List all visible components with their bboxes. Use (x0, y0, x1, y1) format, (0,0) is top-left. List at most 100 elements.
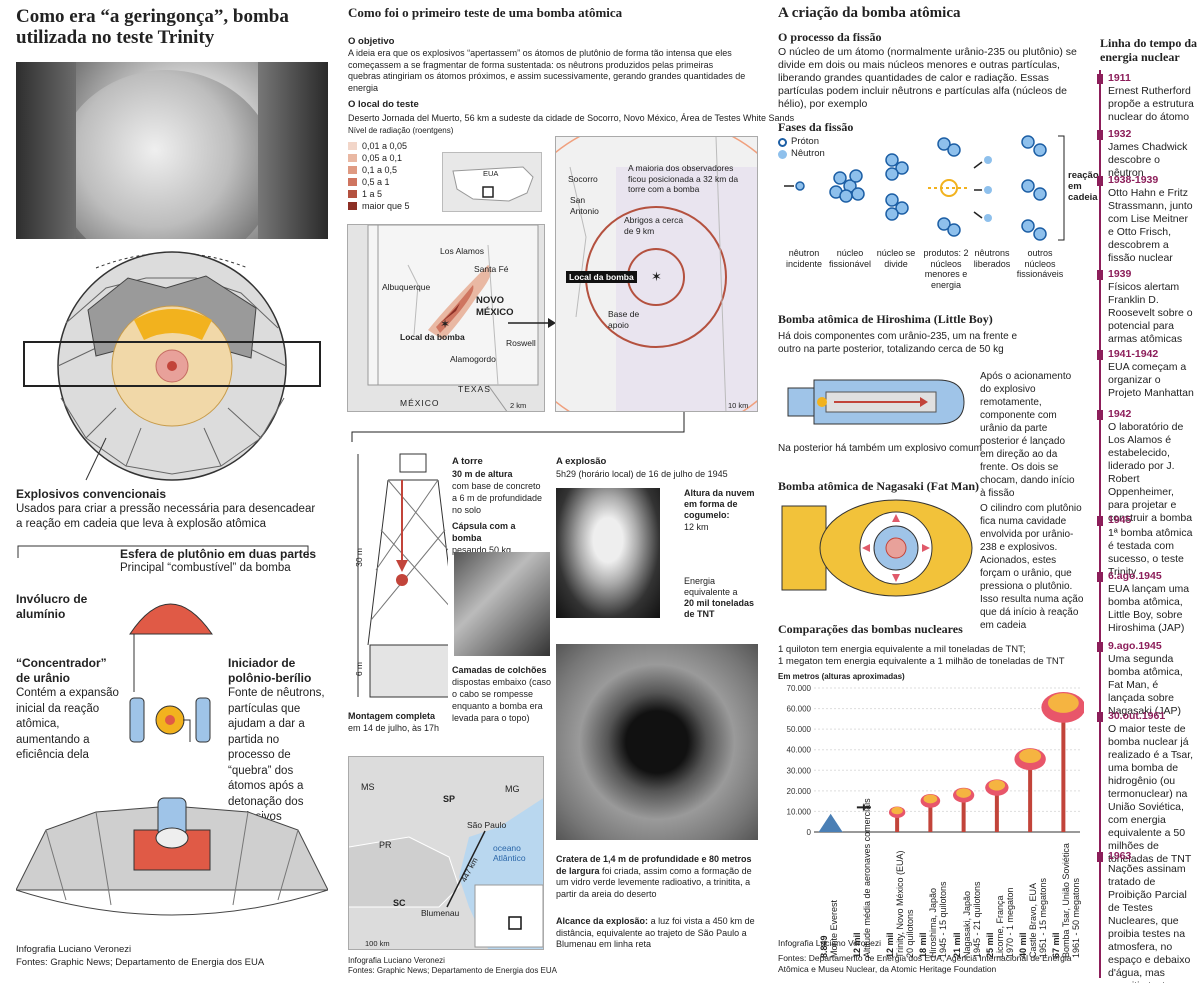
usa-map-shape (452, 166, 534, 202)
hiroshima-bottom: Na posterior há também um explosivo comu… (778, 443, 982, 454)
nagasaki-text: O cilindro com plutônio fica numa cavida… (980, 503, 1084, 631)
phase-label-0: nêutron incidente (785, 248, 823, 269)
timeline-text: EUA começam a organizar o Projeto Manhat… (1108, 361, 1194, 399)
legend-proton: Próton (778, 136, 819, 148)
chart-value-label: 12 mil (851, 932, 862, 958)
radiation-swatch-5 (348, 202, 357, 210)
label-base: Base de apoio (608, 309, 640, 330)
chart-category-label: 67 mil Bomba Tsar, União Soviética 1961 … (1051, 843, 1081, 958)
timeline-text: O laboratório de Los Alamos é estabeleci… (1108, 421, 1193, 524)
montagem-title: Montagem completa (348, 711, 436, 721)
timeline-year: 30.out.1961 (1108, 710, 1166, 722)
brazil-map-shapes (349, 798, 543, 949)
comp-text1: 1 quiloton tem energia equivalente a mil… (778, 644, 1026, 655)
tower-diagram (357, 453, 448, 698)
explosao-text: 5h29 (horário local) de 16 de julho de 1… (556, 469, 728, 479)
label-santa-fe: Santa Fé (474, 264, 509, 274)
radiation-level-1: 0,05 a 0,1 (348, 152, 410, 164)
chart-category-name: Castle Bravo, EUA 1951 - 15 megatons (1028, 877, 1049, 958)
processo-title: O processo da fissão (778, 30, 882, 44)
timeline-text: Físicos alertam Franklin D. Roosevelt so… (1108, 281, 1193, 345)
col1-credit: Infografia Luciano Veronezi (16, 944, 132, 955)
bomb-site-star-icon: ✶ (440, 317, 451, 331)
radiation-swatch-3 (348, 178, 357, 186)
timeline-year: 1932 (1108, 128, 1132, 140)
phase-label-5: outros núcleos fissionáveis (1016, 248, 1064, 279)
energia-value: 20 mil toneladas de TNT (684, 598, 755, 619)
label-abrigos: Abrigos a cerca de 9 km (624, 215, 684, 236)
timeline-marker (1097, 176, 1103, 186)
section-bracket (351, 412, 685, 442)
label-sp: SP (443, 794, 456, 804)
timeline-year: 1911 (1108, 72, 1131, 84)
chart-value-label: 8.849 (818, 935, 829, 958)
y-tick-label: 60.000 (787, 705, 812, 714)
comp-title: Comparações das bombas nucleares (778, 622, 963, 636)
chart-category-name: Licorne, França 1970 - 1 megaton (994, 887, 1015, 958)
hiroshima-side: Após o acionamento do explosivo remotame… (980, 371, 1075, 499)
y-tick-label: 10.000 (787, 807, 812, 816)
col2-credit: Infografia Luciano Veronezi (348, 956, 445, 965)
y-tick-label: 40.000 (787, 746, 812, 755)
timeline-marker (1097, 852, 1103, 862)
mushroom-stem-mark (961, 798, 966, 832)
radiation-swatch-1 (348, 154, 357, 162)
mushroom-stem-mark (1028, 759, 1033, 832)
fat-man-diagram (781, 499, 973, 597)
label-sao-paulo: São Paulo (467, 820, 507, 830)
esfera-text: Principal “combustível” da bomba (120, 561, 291, 574)
timeline-text: Ernest Rutherford propõe a estrutura nuc… (1108, 85, 1194, 123)
map-arrow-icon (508, 318, 556, 328)
timeline-year: 6.ago.1945 (1108, 570, 1162, 582)
radiation-swatch-0 (348, 142, 357, 150)
timeline-text: 1ª bomba atômica é testada com sucesso, … (1108, 527, 1193, 578)
chart-category-name: Hiroshima, Japão 1945 - 15 quilotons (928, 881, 949, 958)
y-tick-label: 50.000 (787, 725, 812, 734)
chart-value-label: 40 mil (1018, 932, 1029, 958)
label-oceano: oceano Atlântico (493, 843, 526, 863)
connector-lines (17, 545, 309, 558)
chart-category-label: 21 mil Nagasaki, Japão 1945 - 21 quiloto… (952, 848, 982, 958)
crater-photo (556, 644, 758, 840)
mountain-mark (818, 813, 843, 832)
mushroom-cap-inner-mark (956, 788, 972, 798)
timeline-marker (1097, 712, 1103, 722)
local-title: O local do teste (348, 99, 419, 110)
explosion-photo (556, 488, 660, 618)
legend-neutron: Nêutron (778, 148, 825, 160)
timeline-marker (1097, 350, 1103, 360)
map-scale: 2 km (510, 401, 527, 410)
y-tick-label: 20.000 (787, 787, 812, 796)
mushroom-stem-mark (994, 790, 999, 832)
chart-category-label: 8.849 Monte Everest (819, 848, 839, 958)
radiation-level-2: 0,1 a 0,5 (348, 164, 410, 176)
mushroom-stem-mark (1061, 704, 1066, 832)
timeline-title: Linha do tempo da energia nuclear (1100, 36, 1198, 64)
timeline-text: O maior teste de bomba nuclear já realiz… (1108, 723, 1194, 865)
bomb-sphere-diagram (23, 251, 321, 481)
label-mg: MG (505, 784, 520, 794)
timeline-year: 1945 (1108, 514, 1132, 526)
camadas-title: Camadas de colchões (452, 665, 547, 675)
neutron-icon (778, 149, 787, 159)
chart-value-label: 21 mil (951, 932, 962, 958)
alcance-block: Alcance da explosão: a luz foi vista a 4… (556, 916, 756, 951)
concentrador-title: “Concentrador” de urânio (16, 656, 107, 685)
col3-sources: Fontes: Departamento de Energia dos EUA,… (778, 953, 1072, 974)
new-mexico-shapes (367, 225, 539, 411)
y-tick-label: 0 (807, 828, 812, 837)
phase-label-4: nêutrons liberados (973, 248, 1011, 269)
col2-sources: Fontes: Graphic News; Departamento de En… (348, 966, 557, 975)
capsula-title: Cápsula com a bomba (452, 521, 516, 543)
radiation-swatch-2 (348, 166, 357, 174)
timeline-marker (1097, 270, 1103, 280)
timeline-year: 1939 (1108, 268, 1132, 280)
mushroom-cap-inner-mark (891, 806, 903, 815)
iniciador-text: Fonte de nêutrons, partículas que ajudam… (228, 687, 325, 823)
